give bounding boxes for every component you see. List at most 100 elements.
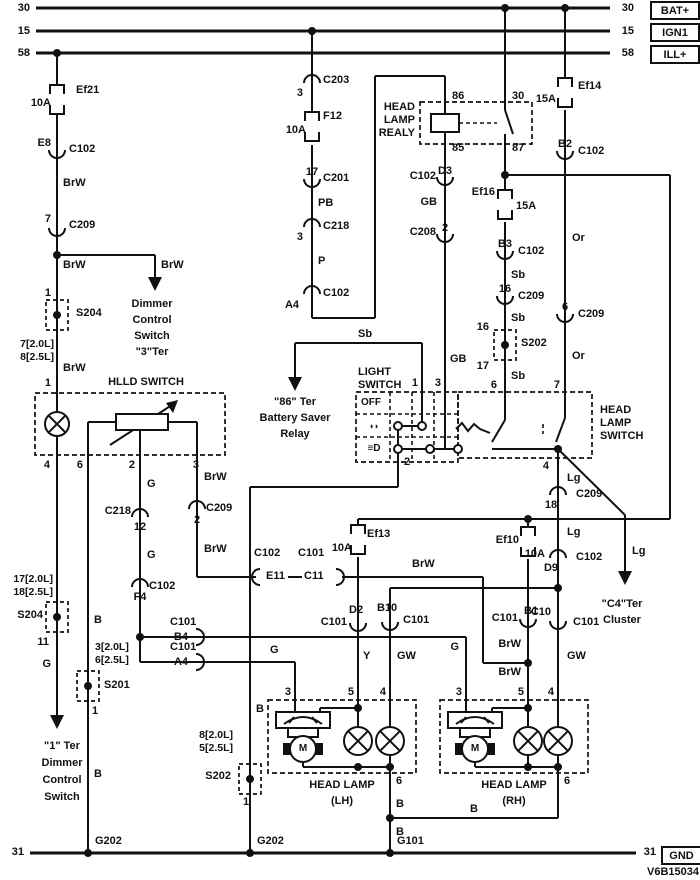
text-label: C101 bbox=[170, 641, 197, 653]
splice-box bbox=[238, 763, 262, 795]
connector-arc-icon bbox=[556, 150, 574, 160]
text-label: 15A bbox=[516, 200, 537, 212]
text-label: G bbox=[147, 549, 156, 561]
text-label: C101 bbox=[573, 616, 600, 628]
wire-diagonal bbox=[555, 417, 566, 443]
fuse-icon bbox=[520, 547, 536, 557]
text-label: ≡D bbox=[367, 443, 381, 454]
text-label: C101 bbox=[403, 614, 430, 626]
connector-arc-icon bbox=[251, 568, 261, 586]
connector-arc-icon bbox=[436, 233, 454, 243]
connector-arc-icon bbox=[496, 295, 514, 305]
text-label: 17 bbox=[305, 166, 319, 178]
text-label: Switch bbox=[44, 791, 80, 803]
text-label: Battery Saver bbox=[259, 412, 331, 424]
splice-dot bbox=[246, 775, 254, 783]
text-label: F12 bbox=[323, 110, 342, 122]
text-label: 6 bbox=[76, 459, 83, 471]
text-label: 6 bbox=[396, 775, 403, 787]
text-label: Ef14 bbox=[578, 80, 602, 92]
text-label: SWITCH bbox=[358, 379, 402, 391]
text-label: 30 bbox=[621, 2, 634, 14]
junction-dot bbox=[561, 4, 569, 12]
text-label: B2 bbox=[557, 138, 573, 150]
fuse-icon bbox=[557, 98, 573, 108]
fuse-icon bbox=[497, 189, 513, 199]
motor-tab bbox=[488, 743, 495, 755]
text-label: 8[2.5L] bbox=[20, 351, 54, 363]
text-label: 12 bbox=[133, 521, 147, 533]
text-label: 10A bbox=[285, 124, 306, 136]
offpage-arrow-icon bbox=[50, 715, 64, 729]
text-label: 4 bbox=[379, 686, 386, 698]
junction-dot bbox=[308, 27, 316, 35]
text-label: B3 bbox=[497, 238, 513, 250]
text-label: A4 bbox=[173, 656, 188, 668]
text-label: D9 bbox=[543, 562, 559, 574]
text-label: B1 bbox=[524, 605, 539, 617]
text-label: C102 bbox=[518, 245, 545, 257]
text-label: C208 bbox=[409, 226, 436, 238]
text-label: 6 bbox=[561, 301, 569, 313]
text-label: 3 bbox=[296, 231, 303, 243]
splice-box bbox=[76, 670, 100, 702]
text-label: ◖◗ bbox=[368, 421, 380, 431]
connector-arc-icon bbox=[131, 508, 149, 518]
text-label: B bbox=[396, 798, 404, 810]
text-label: 58 bbox=[621, 47, 634, 59]
component-outline bbox=[419, 101, 533, 145]
text-label: 10A bbox=[524, 548, 545, 560]
text-label: C102 bbox=[69, 143, 96, 155]
connector-arc-icon bbox=[556, 313, 574, 323]
text-label: 1 bbox=[44, 377, 51, 389]
text-label: 87 bbox=[512, 142, 525, 154]
wire-diagonal bbox=[491, 419, 506, 443]
text-label: B bbox=[396, 826, 404, 838]
text-label: C209 bbox=[206, 502, 233, 514]
connector-arc-icon bbox=[188, 500, 206, 510]
text-label: Lg bbox=[632, 545, 646, 557]
motor-tab bbox=[283, 743, 290, 755]
connector-arc-icon bbox=[549, 486, 567, 496]
text-label: E8 bbox=[37, 137, 51, 149]
text-label: (LH) bbox=[331, 795, 353, 807]
text-label: 4 bbox=[547, 686, 554, 698]
bus-tag-illumination: ILL+ bbox=[650, 45, 700, 64]
text-label: G202 bbox=[95, 835, 122, 847]
switch-contact-icon bbox=[417, 421, 427, 431]
text-label: Control bbox=[132, 314, 172, 326]
connector-arc-icon bbox=[303, 285, 321, 295]
splice-dot bbox=[501, 341, 509, 349]
text-label: C101 bbox=[170, 616, 197, 628]
splice-box bbox=[45, 601, 69, 633]
text-label: Ef16 bbox=[471, 186, 495, 198]
text-label: 2 bbox=[193, 514, 201, 526]
wire-diagonal bbox=[557, 448, 626, 516]
junction-dot bbox=[84, 849, 92, 857]
fuse-icon bbox=[350, 545, 366, 555]
connector-arc-icon bbox=[195, 653, 205, 671]
text-label: B4 bbox=[173, 631, 188, 643]
text-label: C102 bbox=[576, 551, 603, 563]
text-label: BrW bbox=[204, 543, 227, 555]
text-label: GB bbox=[420, 196, 438, 208]
text-label: Ef10 bbox=[495, 534, 519, 546]
connector-arc-icon bbox=[48, 149, 66, 159]
junction-dot bbox=[501, 4, 509, 12]
text-label: "C4"Ter bbox=[601, 598, 643, 610]
text-label: 5 bbox=[347, 686, 354, 698]
bus-tag-ignition: IGN1 bbox=[650, 23, 700, 42]
text-label: Cluster bbox=[603, 614, 641, 626]
text-label: E11 bbox=[266, 570, 285, 582]
text-label: 7[2.0L] bbox=[20, 338, 54, 350]
text-label: 3 bbox=[296, 87, 303, 99]
text-label: C218 bbox=[323, 220, 350, 232]
switch-contact-icon bbox=[425, 444, 435, 454]
text-label: C101 bbox=[298, 547, 325, 559]
text-label: BrW bbox=[63, 177, 86, 189]
lamp-x bbox=[347, 730, 369, 752]
text-label: 6[2.5L] bbox=[95, 654, 129, 666]
connector-arc-icon bbox=[48, 227, 66, 237]
connector-arc-icon bbox=[131, 578, 149, 588]
text-label: 2 bbox=[441, 222, 449, 234]
